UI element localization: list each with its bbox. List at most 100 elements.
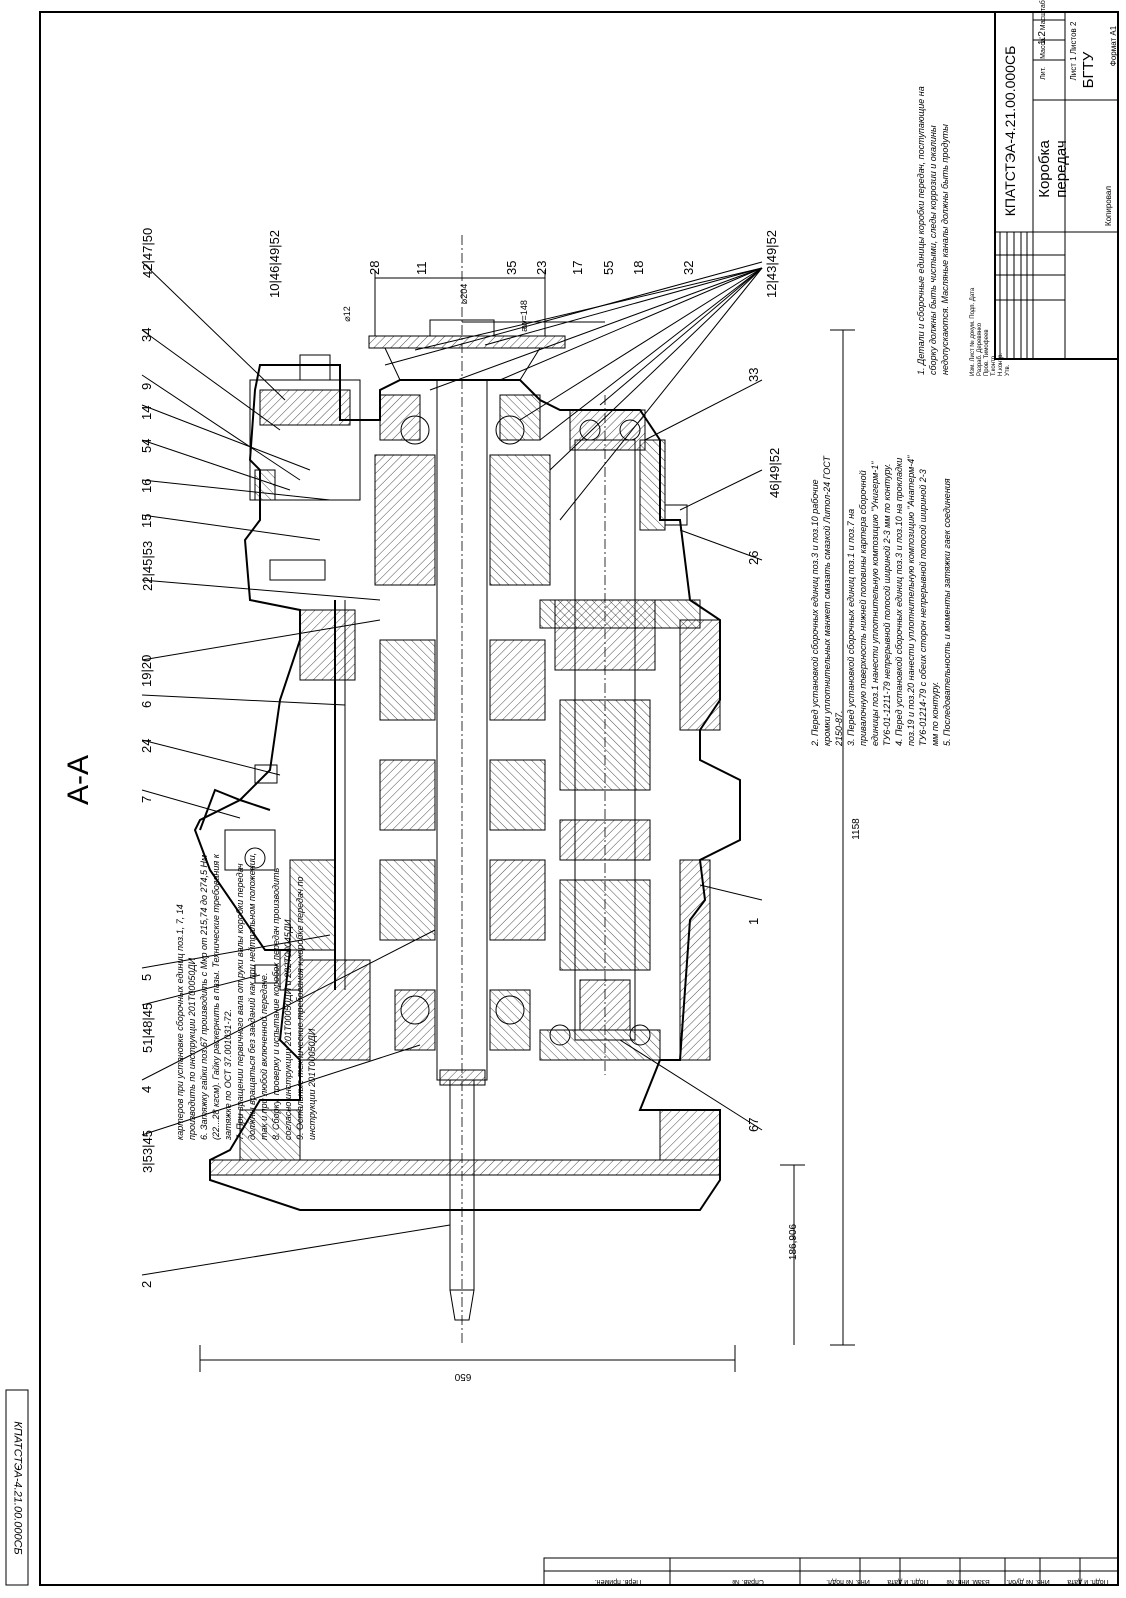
stamp-header-scale: Масштаб [1040, 0, 1047, 31]
dim-shaft-length: 186,906 [788, 1223, 799, 1261]
format-label: Формат А1 [1109, 25, 1118, 67]
dim-width: 650 [454, 1371, 472, 1382]
section-label: А-А [62, 755, 95, 806]
note-line: сборку должны быть чистыми, следы корроз… [928, 125, 938, 375]
stamp-headers: Лит. Масса Масштаб [1040, 0, 1050, 90]
callout: 17 [570, 260, 585, 275]
callout: 26 [746, 550, 761, 565]
callout: 7 [139, 795, 154, 803]
callout: 28 [367, 260, 382, 275]
callout: 18 [631, 260, 646, 275]
note-line: единицы поз.1 нанести уплотнительную ком… [870, 461, 880, 746]
note-line: 1. Детали и сборочные единицы коробки пе… [916, 86, 926, 375]
callout: 14 [139, 405, 154, 420]
callout: 55 [601, 260, 616, 275]
note-line: недопускаются. Масляные каналы должны бы… [940, 124, 950, 375]
note-line: (22...28 кгсм). Гайку раскернить в пазы.… [211, 854, 221, 1140]
note-line: инструкции 201Т00050ДИ [307, 1028, 317, 1140]
callout: 11 [414, 261, 429, 276]
note-line: должны вращаться без заеданий как при не… [247, 852, 257, 1140]
stamp-header-mass: Масса [1040, 38, 1047, 59]
stamp-header-lit: Лит. [1040, 66, 1047, 80]
bottom-stamp-cell: Инв. № дубл. [1006, 1578, 1050, 1585]
callout: 51|48|45 [140, 1002, 155, 1053]
organization: БГТУ [1080, 51, 1097, 89]
note-line: привалочную поверхность нижней половины … [858, 470, 868, 746]
designation: КПАТСТЭА-4.21.00.000СБ [1002, 45, 1018, 217]
note-line: 2. Перед установкой сборочных единиц поз… [810, 479, 820, 746]
bottom-stamp-labels: Подп. и дата Инв. № дубл. Взам. инв. № П… [544, 1571, 1118, 1585]
leader-lines [141, 261, 763, 1276]
stamp-row: Пров. Тимофеев [984, 329, 990, 376]
sheet-label: Лист 1 [1069, 56, 1078, 81]
notes-column-1: 1. Детали и сборочные единицы коробки пе… [915, 25, 955, 375]
stamp-table: Изм. Лист № докум. Подп. Дата Разраб. Де… [970, 250, 1040, 376]
callout: 2 [139, 1280, 154, 1288]
notes-column-2: 2. Перед установкой сборочных единиц поз… [809, 346, 957, 746]
callout: 3|53|45 [140, 1130, 155, 1173]
gearbox-drawing [193, 235, 741, 1345]
note-line: 3. Перед установкой сборочных единиц поз… [846, 508, 856, 746]
bottom-stamp-cell: Подп. и дата [1067, 1578, 1109, 1585]
note-line: производить по инструкции 201Т00050ДИ [187, 957, 197, 1140]
note-line: 5. Последовательность и моменты затяжки … [942, 478, 952, 746]
note-line: поз.19 и поз.20 нанести уплотнительную к… [906, 455, 916, 746]
note-line: так и при любой включенной передаче. [259, 972, 269, 1140]
callout: 1 [746, 917, 761, 925]
notes-column-3: картеров при установке сборочных единиц … [174, 740, 322, 1140]
bottom-stamp-cell: Подп. и дата [887, 1578, 929, 1585]
bottom-stamp [543, 1557, 1119, 1586]
dim-center-distance: aw=148 [519, 300, 529, 332]
callout: 9 [139, 382, 154, 390]
note-line: 4. Перед установкой сборочных единиц поз… [894, 457, 904, 746]
note-line: согласно инструкции 201Т00050ДИ и 202Т00… [283, 919, 293, 1141]
bottom-stamp-cell: Инв. № подл. [826, 1578, 870, 1585]
title-line-1: Коробка [1036, 140, 1053, 198]
callout: 32 [681, 260, 696, 275]
note-line: картеров при установке сборочных единиц … [175, 904, 185, 1140]
callout: 54 [139, 438, 154, 453]
callout: 6 [139, 700, 154, 708]
stamp-row: Н.контр. [998, 352, 1004, 376]
callout: 15 [139, 513, 154, 528]
note-line: 2150-87. [834, 710, 844, 746]
callout: 42|47|50 [140, 227, 155, 278]
bottom-stamp-cell: Взам. инв. № [946, 1578, 990, 1585]
bottom-stamp-cell: Перв. примен. [594, 1578, 642, 1585]
note-line: затяжке по ОСТ 37.001031-72. [223, 1009, 233, 1140]
stamp-row: Т.контр. [991, 354, 997, 376]
callout: 34 [139, 327, 154, 342]
stamp-row: Утв. [1005, 364, 1011, 376]
note-line: 9. Остальные технические требования к ко… [295, 876, 305, 1140]
callout: 12|43|49|52 [764, 229, 779, 298]
copied-label: Копировал [1104, 185, 1113, 227]
callout: 33 [746, 367, 761, 382]
callout: 24 [139, 738, 154, 753]
note-line: ТУ6-01214-79 с обеих сторон непрерывной … [918, 469, 928, 746]
note-line: 6. Затяжку гайки поз.67 производить с Мк… [199, 854, 209, 1140]
callout: 19|20 [139, 654, 154, 687]
callout: 5 [139, 973, 154, 981]
stamp-row: Изм. Лист № докум. Подп. Дата [970, 287, 976, 376]
callout: 35 [504, 260, 519, 275]
bottom-stamp-cell: Справ. № [732, 1578, 764, 1585]
title-line-2: передач [1053, 140, 1070, 198]
sheets-label: Листов 2 [1069, 21, 1078, 55]
note-line: 8. Сборку, проверку и испытание коробок … [271, 867, 281, 1140]
callout: 10|46|49|52 [267, 229, 282, 298]
note-line: 7. При вращении первичного вала от руки … [235, 863, 245, 1140]
dim-flange-diameter: ⌀204 [459, 283, 469, 305]
note-line: ТУ6-01-1211-79 непрерывной полосой ширин… [882, 463, 892, 746]
dim-bolt-diameter: ⌀12 [342, 306, 352, 322]
callout: 67 [746, 1117, 761, 1132]
left-side-designation: КПАТСТЭА-4.21.00.000СБ [11, 1421, 24, 1555]
callout: 46|49|52 [767, 447, 782, 498]
title-block [994, 11, 1119, 360]
dimensions [199, 270, 855, 1372]
left-designation-box [5, 1389, 29, 1586]
callout: 16 [139, 478, 154, 493]
callout: 22|45|53 [140, 540, 155, 591]
